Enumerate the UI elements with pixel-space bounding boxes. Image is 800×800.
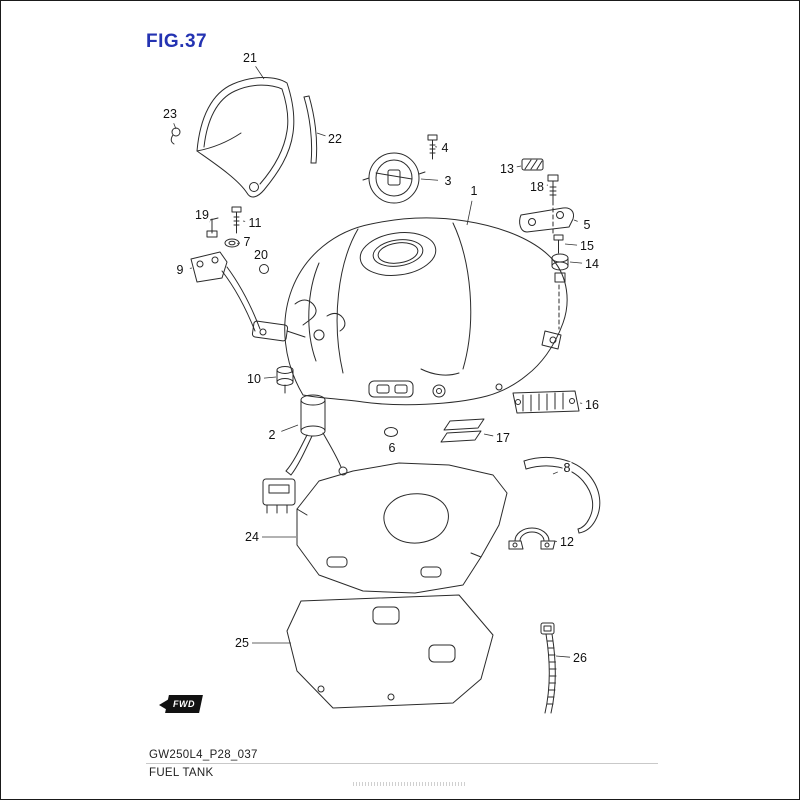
part-label-7: 7: [242, 234, 252, 249]
part-label-15: 15: [579, 238, 595, 253]
part-mount-plate: [512, 390, 580, 414]
watermark: [353, 782, 465, 786]
part-label-14: 14: [584, 256, 600, 271]
part-label-26: 26: [572, 650, 588, 665]
part-label-25: 25: [234, 635, 250, 650]
part-label-6: 6: [387, 440, 397, 455]
part-hose: [523, 457, 601, 534]
part-label-11: 11: [247, 215, 263, 230]
part-label-12: 12: [559, 534, 575, 549]
part-label-3: 3: [443, 173, 453, 188]
part-gasket: [384, 427, 398, 437]
part-label-10: 10: [246, 371, 262, 386]
footer-divider: [146, 763, 658, 764]
fwd-label: FWD: [173, 699, 195, 709]
figure-code: GW250L4_P28_037: [149, 749, 258, 761]
part-fuel-tank: [284, 217, 568, 406]
part-drain-cap: [276, 366, 294, 394]
part-label-19: 19: [194, 207, 210, 222]
part-heat-shield-mat: [296, 462, 508, 594]
figure-caption: FUEL TANK: [149, 767, 214, 779]
part-label-24: 24: [244, 529, 260, 544]
part-bottom-mat: [286, 594, 494, 709]
part-clip: [170, 127, 181, 145]
part-label-8: 8: [562, 460, 572, 475]
part-label-1: 1: [469, 183, 479, 198]
figure-title: FIG.37: [146, 31, 208, 52]
part-label-18: 18: [529, 179, 545, 194]
part-label-13: 13: [499, 161, 515, 176]
part-label-23: 23: [162, 106, 178, 121]
part-label-5: 5: [582, 217, 592, 232]
part-label-21: 21: [242, 50, 258, 65]
part-label-17: 17: [495, 430, 511, 445]
part-label-22: 22: [327, 131, 343, 146]
part-trim-strip: [303, 95, 318, 164]
part-fuel-cap: [362, 152, 426, 204]
part-front-bracket-hardware: [190, 206, 346, 342]
part-label-2: 2: [267, 427, 277, 442]
fwd-marker: FWD: [159, 693, 203, 717]
part-clamp: [508, 527, 556, 550]
part-label-20: 20: [253, 247, 269, 262]
part-rear-mount-hardware: [519, 158, 574, 330]
part-bolt-cap: [427, 134, 438, 160]
fwd-arrow-icon: [159, 699, 169, 711]
part-label-16: 16: [584, 397, 600, 412]
part-heat-shield-small: [440, 418, 485, 443]
part-cable-tie: [540, 622, 557, 714]
part-label-9: 9: [175, 262, 185, 277]
leader-lines: [173, 66, 583, 658]
part-label-4: 4: [440, 140, 450, 155]
part-tank-cover: [196, 77, 295, 198]
part-fuel-pump: [262, 394, 348, 514]
